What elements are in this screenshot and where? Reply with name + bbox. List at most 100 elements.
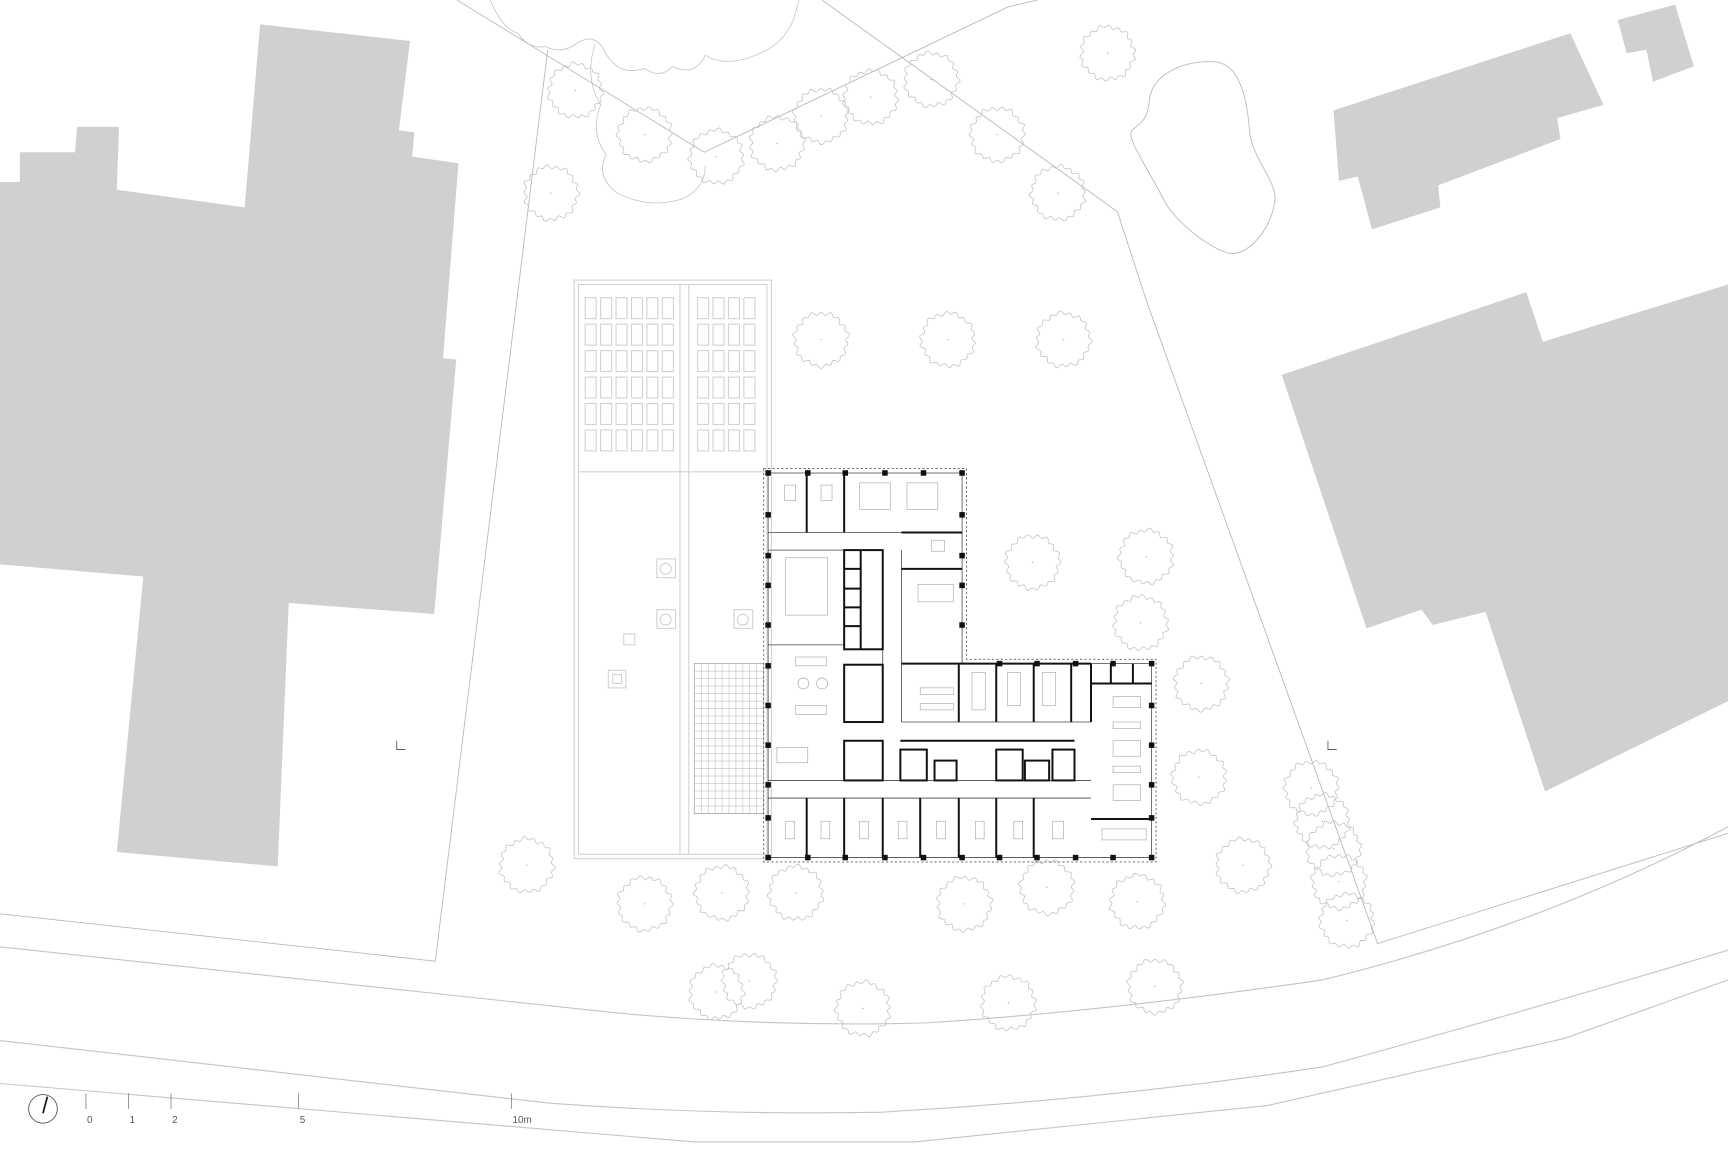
column bbox=[959, 552, 965, 559]
column bbox=[1148, 660, 1155, 667]
solar-panel bbox=[697, 323, 710, 346]
solar-panel bbox=[661, 297, 674, 320]
solar-panel bbox=[697, 402, 710, 426]
road-lines bbox=[0, 826, 1728, 1143]
tree-icon bbox=[791, 87, 850, 146]
tree-center bbox=[930, 78, 932, 81]
column bbox=[1110, 854, 1116, 861]
scale-label: 0 bbox=[87, 1115, 93, 1126]
tree-center bbox=[1062, 338, 1065, 341]
column bbox=[1110, 660, 1116, 667]
solar-panel bbox=[743, 402, 756, 426]
tree-icon bbox=[842, 68, 899, 126]
tree-center bbox=[1310, 787, 1313, 789]
solar-panel bbox=[743, 376, 756, 399]
solar-panel bbox=[584, 297, 597, 320]
roof-terrace bbox=[573, 279, 772, 860]
column bbox=[842, 470, 849, 476]
solar-panel bbox=[743, 297, 756, 320]
tree-center bbox=[1198, 776, 1200, 778]
tree-icon bbox=[498, 835, 556, 894]
solar-panel bbox=[727, 297, 741, 320]
tree-icon bbox=[919, 310, 976, 368]
tree-canopy bbox=[490, 0, 800, 204]
solar-panel bbox=[584, 402, 597, 426]
solar-panel bbox=[712, 376, 725, 399]
tree-center bbox=[1139, 622, 1142, 624]
tree-center bbox=[526, 864, 528, 866]
column bbox=[1148, 854, 1155, 861]
column bbox=[765, 782, 771, 788]
column bbox=[1148, 742, 1155, 748]
solar-panel bbox=[584, 350, 597, 373]
tree-center bbox=[715, 991, 717, 993]
column bbox=[1034, 854, 1040, 861]
solar-panel bbox=[743, 429, 756, 452]
column bbox=[765, 622, 771, 628]
solar-panel bbox=[727, 376, 741, 399]
tree-center bbox=[820, 115, 822, 117]
solar-panel bbox=[600, 323, 613, 346]
solar-panel bbox=[646, 297, 659, 320]
tree-icon bbox=[1079, 24, 1136, 82]
tree-center bbox=[550, 192, 552, 194]
tree-center bbox=[1338, 881, 1340, 883]
solar-panel bbox=[630, 429, 644, 452]
solar-panel bbox=[712, 297, 725, 320]
pond bbox=[1130, 61, 1276, 255]
solar-panel bbox=[712, 402, 725, 426]
scale-label: 1 bbox=[130, 1115, 136, 1126]
solar-panel bbox=[661, 350, 674, 373]
tree-icon bbox=[1215, 836, 1273, 894]
tree-center bbox=[1136, 900, 1138, 903]
tree-center bbox=[1046, 886, 1048, 888]
tree-center bbox=[869, 96, 872, 98]
column bbox=[765, 512, 771, 518]
tree-icon bbox=[1310, 854, 1368, 912]
tree-icon bbox=[692, 864, 750, 922]
tree-icon bbox=[1170, 748, 1228, 807]
solar-panel bbox=[743, 323, 756, 346]
neighbor-building-northeast bbox=[1333, 33, 1604, 230]
tree-center bbox=[1007, 1002, 1010, 1004]
column bbox=[959, 622, 965, 628]
column bbox=[765, 552, 771, 559]
tree-icon bbox=[687, 127, 745, 185]
tree-center bbox=[862, 1007, 864, 1010]
solar-panel bbox=[727, 350, 741, 373]
tree-center bbox=[1321, 820, 1324, 822]
solar-panel bbox=[584, 429, 597, 452]
solar-panel bbox=[697, 376, 710, 399]
tree-center bbox=[963, 903, 965, 905]
tree-icon bbox=[748, 115, 806, 173]
tree-center bbox=[644, 903, 646, 905]
column bbox=[765, 470, 771, 476]
tree-center bbox=[715, 156, 717, 158]
solar-panel bbox=[727, 402, 741, 426]
tree-icon bbox=[547, 61, 605, 119]
solar-panel bbox=[661, 323, 674, 346]
tree-center bbox=[1200, 682, 1202, 685]
solar-panel bbox=[600, 297, 613, 320]
tree-center bbox=[1242, 864, 1244, 866]
solar-panel bbox=[615, 376, 628, 399]
tree-icon bbox=[1318, 891, 1376, 949]
solar-panel bbox=[661, 376, 674, 399]
solar-panel bbox=[615, 350, 628, 373]
column bbox=[959, 512, 965, 518]
tree-icon bbox=[523, 164, 581, 222]
tree-center bbox=[748, 980, 751, 982]
tree-icon bbox=[1035, 310, 1093, 369]
solar-panel bbox=[697, 350, 710, 373]
solar-panel bbox=[661, 429, 674, 452]
solar-panel bbox=[600, 350, 613, 373]
solar-panel bbox=[712, 323, 725, 346]
tree-icon bbox=[935, 875, 994, 934]
column bbox=[1148, 815, 1155, 821]
solar-panel bbox=[630, 323, 644, 346]
tree-icon bbox=[980, 974, 1037, 1032]
solar-panels bbox=[584, 297, 756, 452]
neighbor-buildings bbox=[0, 4, 1728, 867]
column bbox=[959, 854, 965, 861]
